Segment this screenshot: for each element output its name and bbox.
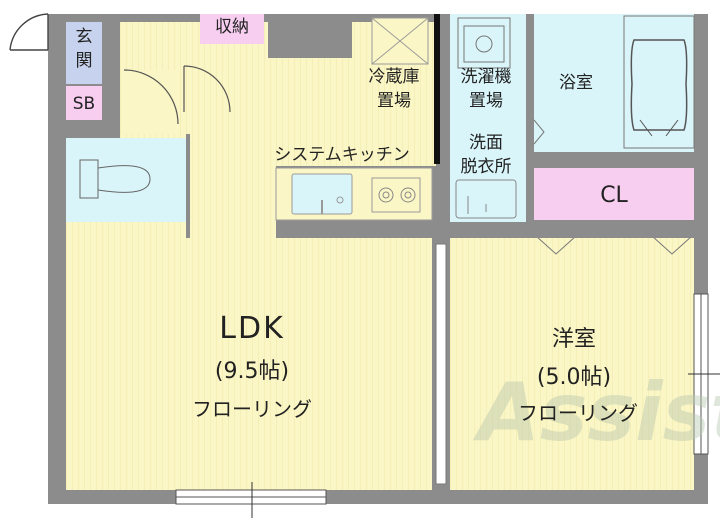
bath-label: 浴室 xyxy=(559,73,593,93)
entrance-floor xyxy=(66,22,102,84)
stove-icon xyxy=(371,177,421,213)
ldk-label: LDK xyxy=(219,311,285,346)
washer-label-bottom: 置場 xyxy=(469,91,503,111)
washer-label-top: 洗濯機 xyxy=(461,67,512,87)
interior-door-icon xyxy=(123,65,231,125)
entrance-label-top: 玄 xyxy=(76,27,93,47)
washbasin-icon xyxy=(455,179,517,219)
closet-label: CL xyxy=(600,183,628,208)
western-label: 洋室 xyxy=(552,327,596,352)
western-room-floor xyxy=(450,238,694,490)
closet xyxy=(534,168,694,220)
toilet-icon xyxy=(79,159,151,199)
western-floor-label: フローリング xyxy=(518,401,638,425)
storage-label: 収納 xyxy=(215,17,249,37)
ldk-floor-label: フローリング xyxy=(192,397,312,421)
fridge-label-top: 冷蔵庫 xyxy=(369,67,420,87)
bathtub-icon xyxy=(623,15,695,149)
ldk-size: (9.5帖) xyxy=(215,359,289,384)
watermark-logo: Assist xyxy=(472,366,720,459)
kitchen-label: システムキッチン xyxy=(274,145,410,165)
dressing-label-top: 洗面 xyxy=(469,133,503,153)
shoebox-label: SB xyxy=(73,94,95,114)
dressing-label-bottom: 脱衣所 xyxy=(461,157,512,177)
entrance-label-bottom: 関 xyxy=(76,51,93,71)
shoebox xyxy=(66,86,102,120)
fridge-label-bottom: 置場 xyxy=(377,91,411,111)
storage-closet xyxy=(200,14,264,44)
western-size: (5.0帖) xyxy=(537,365,611,390)
entrance-door-icon xyxy=(9,13,49,51)
